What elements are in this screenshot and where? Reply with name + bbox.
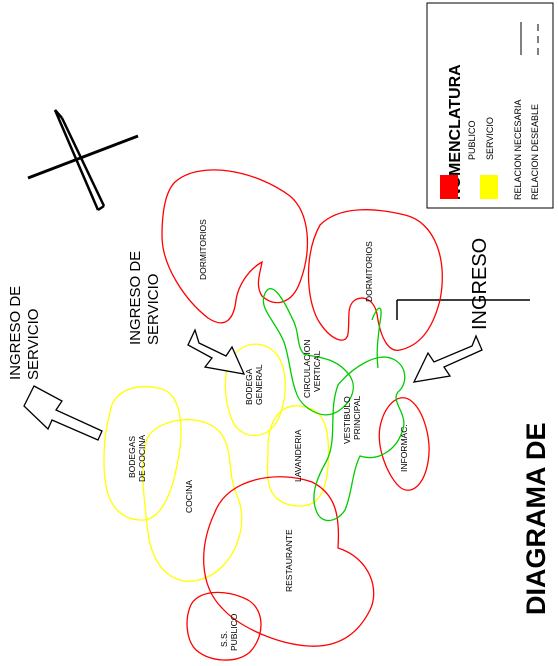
arrow-ingreso-principal xyxy=(412,334,483,383)
north-arrow-icon xyxy=(27,109,139,212)
label-bodega-general-2: GENERAL xyxy=(254,364,264,405)
label-ss-publico-1: S.S. xyxy=(219,631,229,647)
legend-title: NOMENCLATURA xyxy=(447,64,464,200)
legend: NOMENCLATURA PUBLICO SERVICIO RELACION N… xyxy=(426,2,554,209)
bubble-informac xyxy=(378,397,430,491)
label-restaurante: RESTAURANTE xyxy=(284,529,294,592)
ingreso-servicio-1-line2: SERVICIO xyxy=(25,309,42,380)
legend-servicio: SERVICIO xyxy=(485,117,495,160)
legend-frame xyxy=(426,2,554,209)
label-lavanderia: LAVANDERIA xyxy=(293,429,303,482)
arrow-ingreso-servicio-1 xyxy=(23,385,103,441)
label-bodega-general-1: BODEGA xyxy=(244,368,254,405)
bubble-dormitorios-2 xyxy=(307,209,443,351)
arrow-ingreso-servicio-2 xyxy=(187,328,246,375)
label-circulacion-vertical-2: VERTICAL xyxy=(312,350,322,392)
label-vestibulo-principal-1: VESTIBULO xyxy=(342,396,352,444)
label-bodegas-de-cocina-2: DE COCINA xyxy=(137,434,147,482)
legend-relacion-deseable: RELACION DESEABLE xyxy=(530,104,540,200)
legend-relacion-necesaria: RELACION NECESARIA xyxy=(513,99,523,200)
label-cocina: COCINA xyxy=(184,480,194,513)
page-title: DIAGRAMA DE xyxy=(521,423,551,616)
relation-link-dormitorios xyxy=(371,307,382,369)
label-ss-publico-2: PUBLICO xyxy=(229,613,239,651)
bubble-bodegas-de-cocina xyxy=(103,385,182,521)
legend-publico: PUBLICO xyxy=(467,120,477,160)
label-dormitorios-1: DORMITORIOS xyxy=(198,219,208,280)
circulacion-vertical-zone xyxy=(262,288,354,416)
publico-swatch xyxy=(440,175,458,199)
ingreso-servicio-1-line1: INGRESO DE xyxy=(7,286,24,380)
label-informac: INFORMAC. xyxy=(399,424,409,472)
ingreso-principal: INGRESO xyxy=(469,238,491,330)
bubble-bodega-general xyxy=(224,343,286,437)
label-bodegas-de-cocina-1: BODEGAS xyxy=(127,436,137,478)
bubble-dormitorios-1 xyxy=(161,169,309,324)
servicio-swatch xyxy=(480,175,498,199)
bubble-lavanderia xyxy=(266,405,330,507)
bubble-ss-publico xyxy=(186,591,262,661)
label-vestibulo-principal-2: PRINCIPAL xyxy=(352,395,362,440)
vestibulo-principal-zone xyxy=(313,356,406,522)
bubble-cocina xyxy=(142,419,243,582)
ingreso-servicio-2-line2: SERVICIO xyxy=(145,274,162,345)
label-circulacion-vertical-1: CIRCULACION xyxy=(302,339,312,398)
bubble-restaurante xyxy=(203,476,375,647)
title-frame xyxy=(396,299,530,320)
ingreso-servicio-2-line1: INGRESO DE xyxy=(127,251,144,345)
label-dormitorios-2: DORMITORIOS xyxy=(364,241,374,302)
